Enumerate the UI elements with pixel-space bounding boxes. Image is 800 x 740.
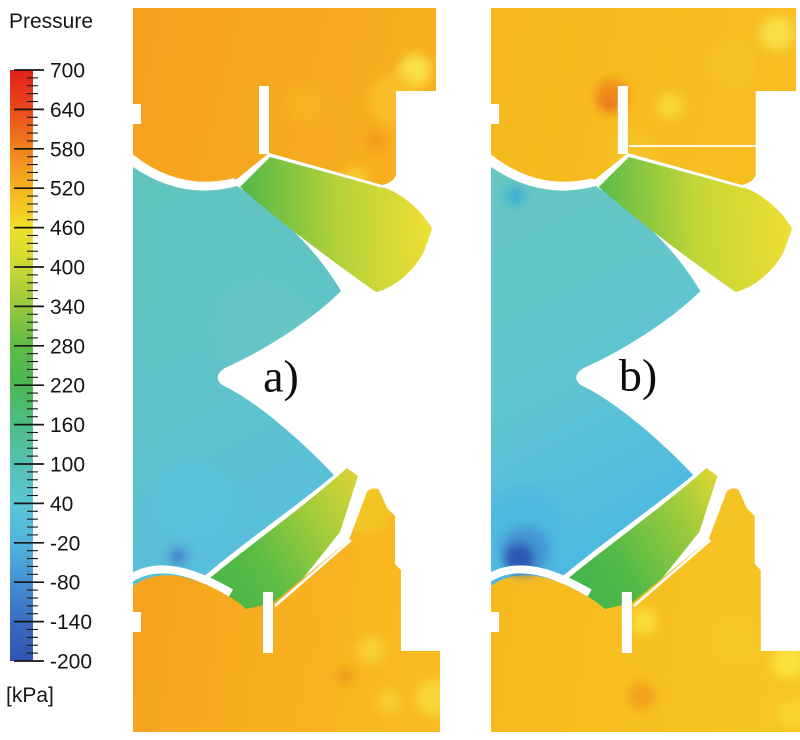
lower-tooth-outline [133, 565, 234, 597]
upper-band-separator [594, 153, 744, 189]
lower-band-separator [633, 539, 712, 607]
colorbar-tick-label: -80 [50, 572, 80, 595]
colorbar-tick-label: 580 [50, 138, 85, 161]
interface-hairline [628, 145, 800, 147]
legend-title: Pressure [9, 10, 94, 33]
colorbar: 700 640 580 520 460 400 340 280 220 160 100 40 -20 -8… [10, 60, 92, 674]
upper-flank-band [240, 157, 432, 292]
panel-label-b: b) [618, 349, 658, 401]
colorbar-tick-label: 160 [50, 414, 85, 437]
colorbar-gradient [10, 70, 33, 661]
colorbar-tick-label: 400 [50, 257, 85, 280]
lower-band-separator [274, 539, 352, 607]
colorbar-tick-label: 520 [50, 178, 85, 201]
lower-flank-band [187, 468, 358, 610]
colorbar-tick-label: -140 [50, 611, 92, 634]
colorbar-tick-label: 700 [50, 60, 85, 83]
pressure-legend: 700 640 580 520 460 400 340 280 220 160 100 40 -20 -8… [0, 0, 130, 740]
left-edge-notch-upper [491, 104, 500, 124]
upper-port-slot [617, 86, 628, 154]
upper-flank-band [598, 157, 792, 292]
contour-panel-a [133, 8, 440, 732]
teal-pressure-spots [491, 187, 562, 576]
lower-port-slot [263, 592, 273, 653]
lower-tooth-outline [491, 565, 592, 597]
colorbar-tick-label: 280 [50, 335, 85, 358]
left-edge-notch-lower [133, 612, 141, 632]
teal-pressure-spots [151, 278, 313, 566]
colorbar-tick-label: 220 [50, 375, 85, 398]
colorbar-tick-label: 40 [50, 493, 73, 516]
bottom-pressure-spots [273, 488, 440, 716]
colorbar-tick-label: -20 [50, 532, 80, 555]
lower-port-slot [621, 592, 632, 653]
upper-chamber-region [133, 8, 436, 185]
colorbar-ticks: 700 640 580 520 460 400 340 280 220 160 100 40 -20 -8… [14, 60, 92, 674]
upper-band-separator [236, 153, 385, 189]
central-chamber-region [491, 167, 701, 596]
colorbar-tick-label: 340 [50, 296, 85, 319]
colorbar-tick-label: 640 [50, 99, 85, 122]
lower-chamber-region [133, 488, 440, 732]
left-edge-notch-upper [133, 104, 141, 124]
lower-flank-band [545, 468, 718, 610]
upper-tooth-outline [491, 154, 595, 190]
colorbar-tick-label: 460 [50, 217, 85, 240]
colorbar-tick-label: -200 [50, 651, 92, 674]
upper-port-slot [259, 86, 269, 154]
contour-panel-b [491, 8, 800, 732]
panel-label-a: a) [263, 350, 299, 402]
legend-unit-label: [kPa] [6, 684, 54, 707]
upper-tooth-outline [133, 154, 236, 190]
colorbar-tick-label: 100 [50, 454, 85, 477]
bottom-pressure-spots [627, 488, 800, 728]
left-edge-notch-lower [491, 612, 500, 632]
